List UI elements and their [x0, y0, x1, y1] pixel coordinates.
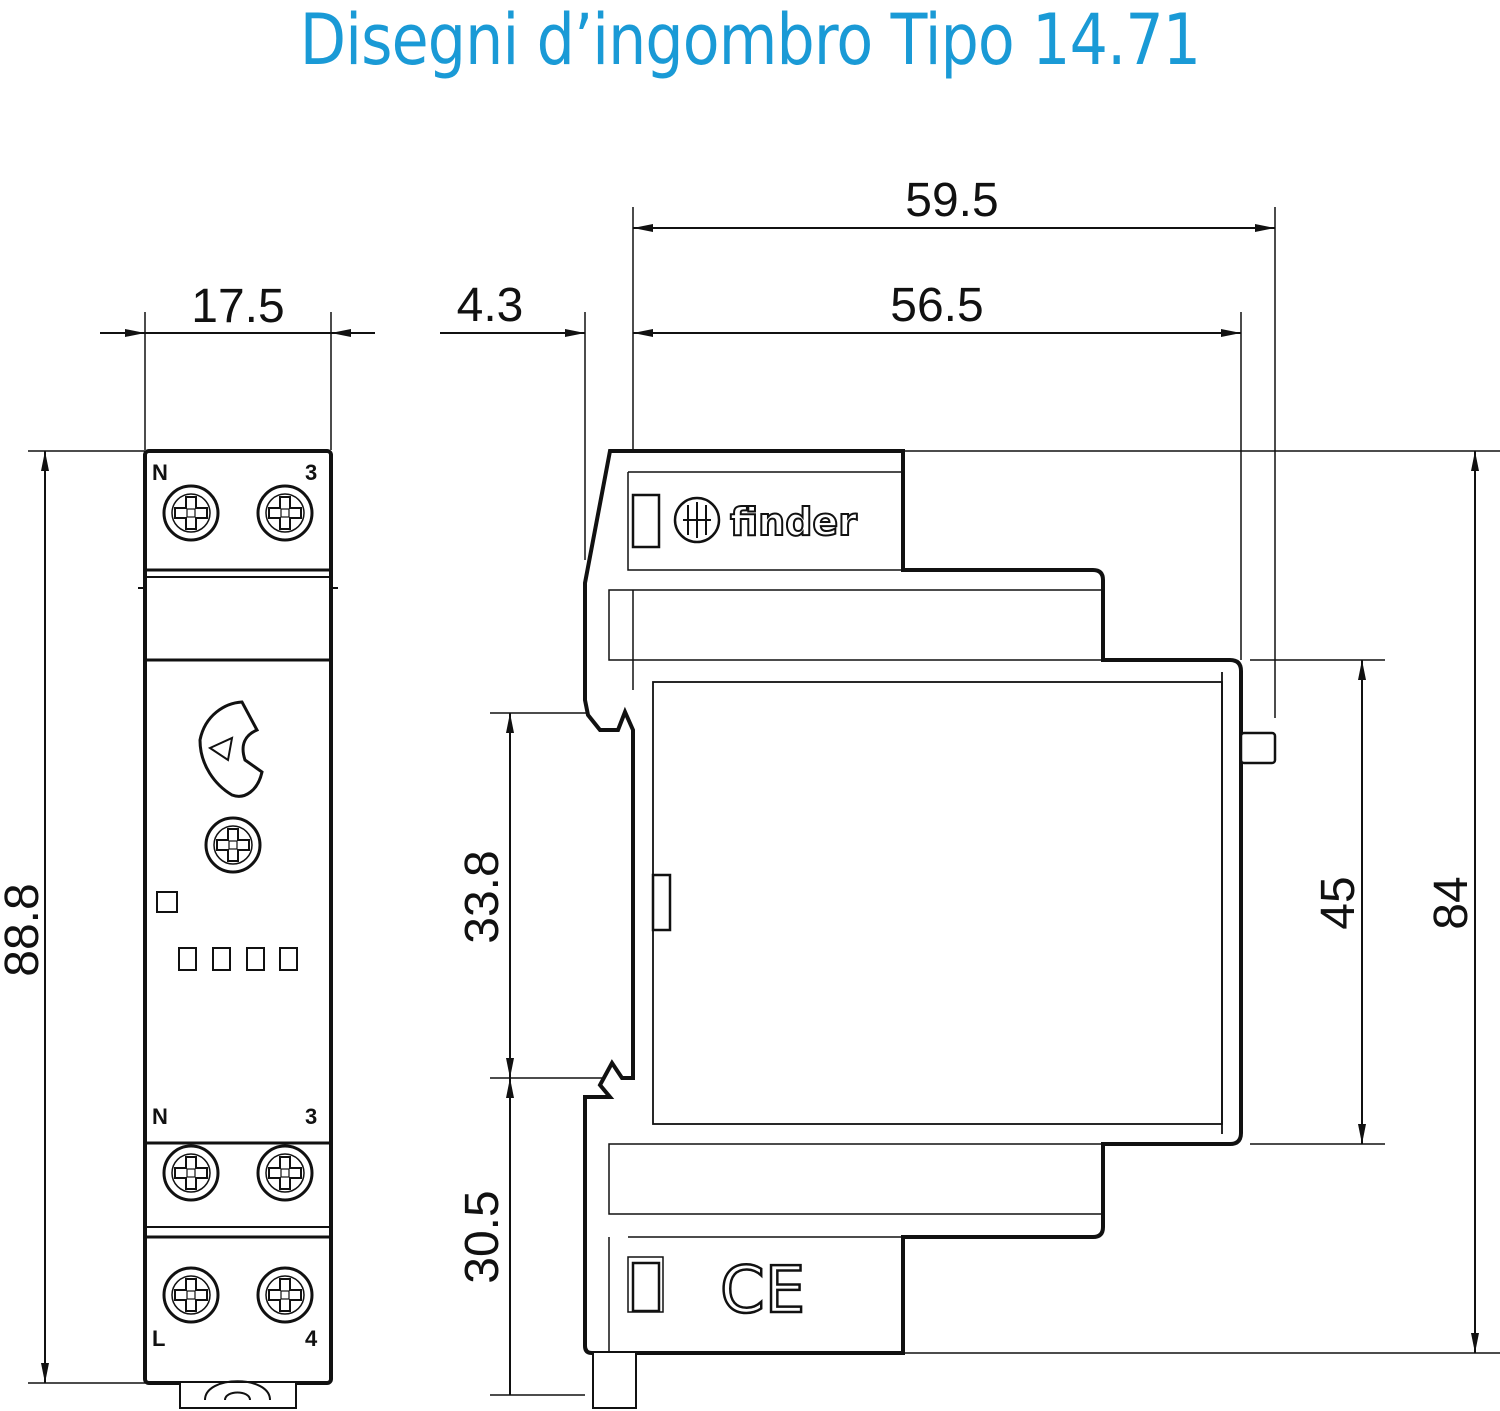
dim-offset: 4.3 — [457, 279, 524, 332]
terminal-label: 4 — [305, 1326, 318, 1351]
led-indicator — [178, 947, 197, 971]
led-indicator — [246, 947, 265, 971]
terminal-label: N — [152, 1104, 168, 1129]
dim-front-width: 17.5 — [191, 280, 284, 333]
dim-front-height: 88.8 — [0, 883, 49, 976]
terminal-label: L — [152, 1326, 165, 1351]
brand-logo-text: finder — [730, 500, 857, 544]
led-indicator — [279, 947, 298, 971]
led-indicator — [156, 891, 178, 913]
led-indicator — [212, 947, 231, 971]
terminal-screw — [162, 1144, 220, 1202]
dim-total-height-84: 84 — [1425, 876, 1478, 929]
dim-front-height-45: 45 — [1312, 876, 1365, 929]
dim-upper-rail: 33.8 — [456, 850, 509, 943]
side-view — [440, 207, 1500, 1409]
ce-mark: CE — [720, 1254, 805, 1328]
dim-lower-rail: 30.5 — [456, 1190, 509, 1283]
terminal-label: 3 — [305, 1104, 317, 1129]
adjust-screw — [204, 816, 262, 874]
dim-total-depth: 59.5 — [905, 174, 998, 227]
din-clip — [179, 1383, 297, 1409]
terminal-label: 3 — [305, 460, 317, 485]
sensor-knob — [198, 700, 264, 798]
terminal-screw — [256, 1266, 314, 1324]
front-view — [28, 312, 375, 1409]
terminal-screw — [162, 484, 220, 542]
terminal-screw — [256, 1144, 314, 1202]
page-title: Disegni d’ingombro Tipo 14.71 — [299, 0, 1201, 81]
terminal-screw — [162, 1266, 220, 1324]
dim-body-depth: 56.5 — [890, 279, 983, 332]
terminal-screw — [256, 484, 314, 542]
terminal-label: N — [152, 460, 168, 485]
